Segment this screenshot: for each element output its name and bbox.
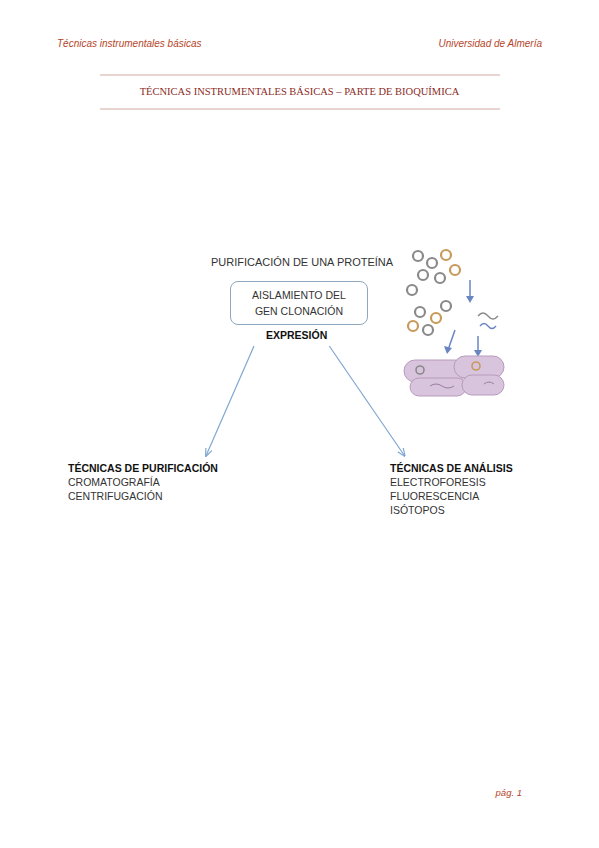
plasmid-group xyxy=(407,250,460,295)
node-text: CROMATOGRAFÍA xyxy=(68,475,218,489)
group-heading: TÉCNICAS DE ANÁLISIS xyxy=(390,461,513,475)
bacterium xyxy=(462,375,504,395)
plasmid xyxy=(450,265,460,275)
technique-group: TÉCNICAS DE PURIFICACIÓNCROMATOGRAFÍACEN… xyxy=(68,461,218,503)
rule-line xyxy=(100,109,500,110)
process-box: AISLAMIENTO DEL GEN CLONACIÓN xyxy=(230,281,368,325)
step-arrow xyxy=(448,330,455,350)
node-text: AISLAMIENTO DEL GEN CLONACIÓN xyxy=(240,287,358,319)
group-heading: TÉCNICAS DE PURIFICACIÓN xyxy=(68,461,218,475)
node-text: EXPRESIÓN xyxy=(266,328,327,342)
dna-fragment xyxy=(478,313,498,319)
plasmid xyxy=(413,251,423,261)
node-text: ELECTROFORESIS xyxy=(390,475,513,489)
recombinant-group xyxy=(408,301,498,335)
bacteria-cells xyxy=(404,356,504,396)
flow-arrow xyxy=(206,346,254,456)
chromosome xyxy=(430,384,454,388)
plasmid xyxy=(435,273,445,283)
page-number: pág. 1 xyxy=(496,787,522,798)
flow-arrow xyxy=(329,346,404,456)
header-right: Universidad de Almería xyxy=(438,38,542,49)
bacterium xyxy=(410,378,466,396)
step-arrow-head xyxy=(466,296,474,303)
chromosome xyxy=(484,382,494,384)
plasmid xyxy=(418,270,428,280)
header-left: Técnicas instrumentales básicas xyxy=(57,38,202,49)
plasmid xyxy=(407,285,417,295)
plasmid xyxy=(441,301,451,311)
rule-line xyxy=(100,75,500,76)
plasmid xyxy=(408,321,418,331)
node-text: CENTRIFUGACIÓN xyxy=(68,489,218,503)
stage-label: EXPRESIÓN xyxy=(266,328,327,342)
plasmid xyxy=(427,258,437,268)
plasmid xyxy=(472,362,480,370)
node-text: FLUORESCENCIA xyxy=(390,489,513,503)
plasmid xyxy=(431,313,441,323)
technique-group: TÉCNICAS DE ANÁLISISELECTROFORESISFLUORE… xyxy=(390,461,513,517)
node-text: ISÓTOPOS xyxy=(390,503,513,517)
diagram-heading: PURIFICACIÓN DE UNA PROTEÍNA xyxy=(211,256,393,268)
plasmid xyxy=(441,250,451,260)
dna-fragment xyxy=(480,324,496,329)
plasmid xyxy=(415,307,425,317)
plasmid xyxy=(416,366,424,374)
page-title: TÉCNICAS INSTRUMENTALES BÁSICAS – PARTE … xyxy=(0,86,599,97)
step-arrow-head xyxy=(444,346,452,354)
plasmid xyxy=(423,325,433,335)
